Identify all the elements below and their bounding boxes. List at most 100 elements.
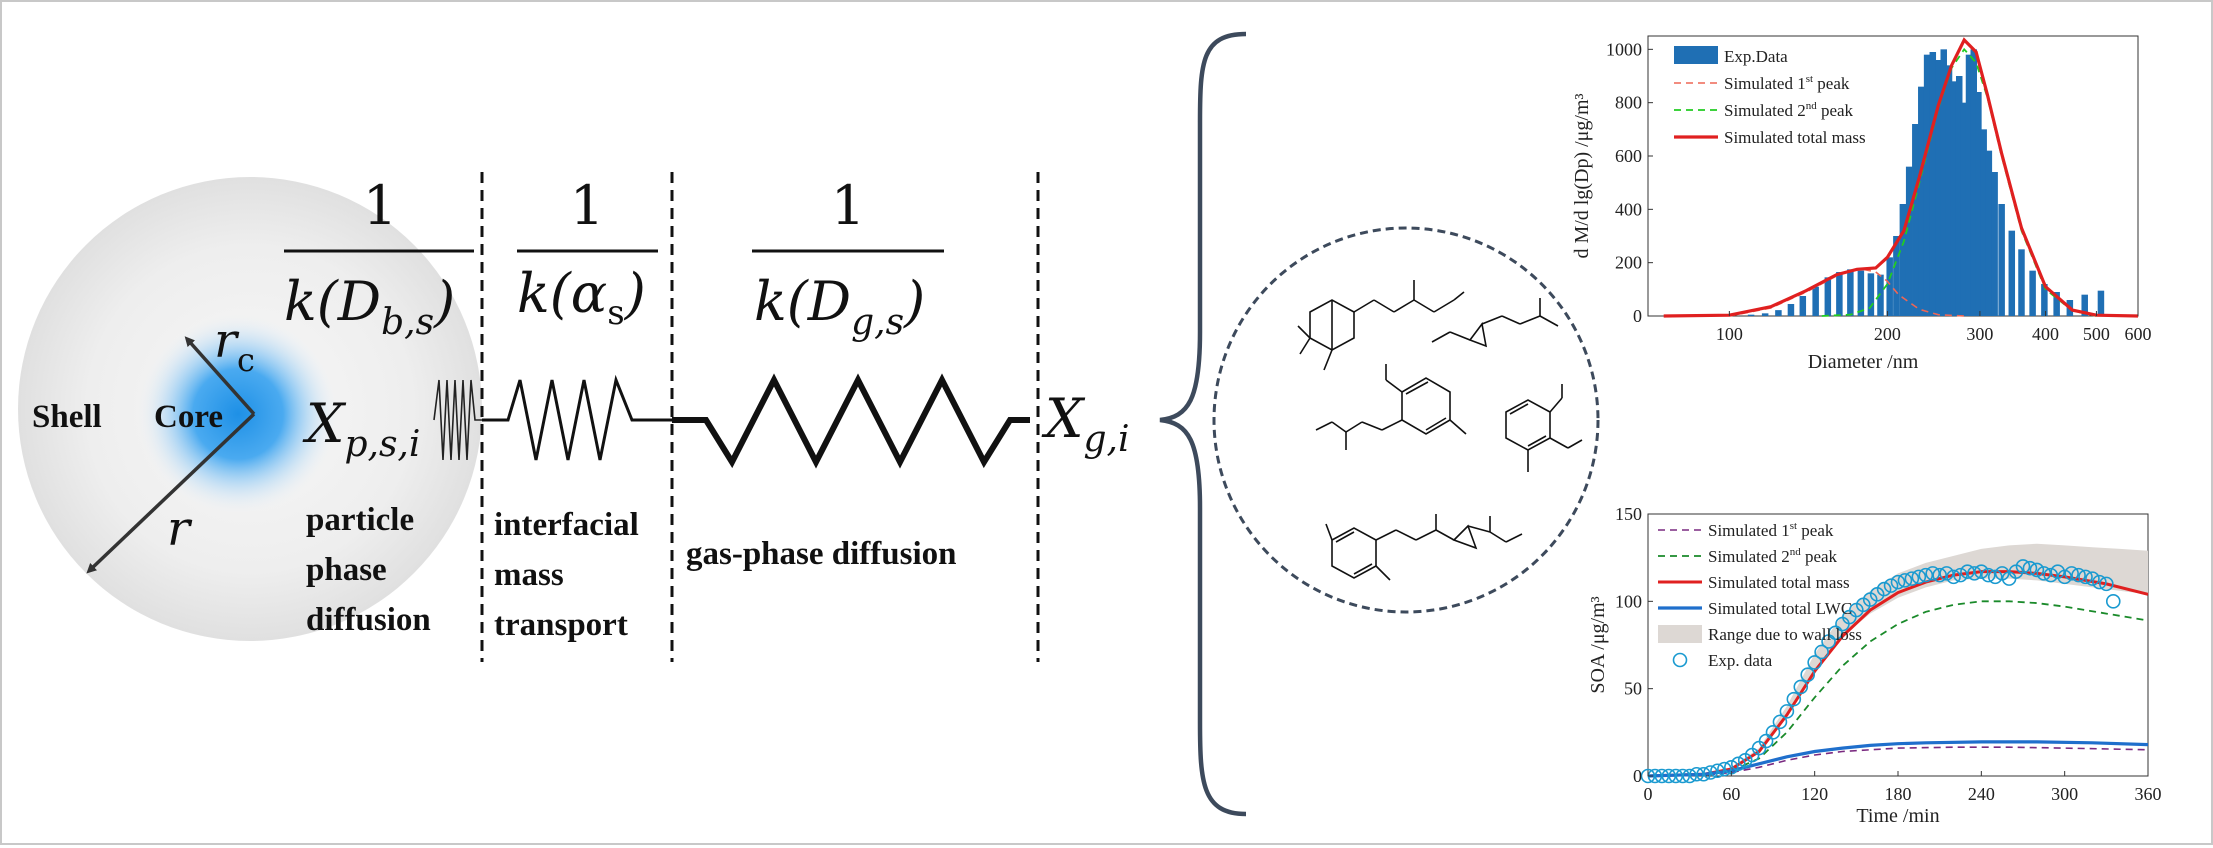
histogram-bar bbox=[1787, 304, 1795, 316]
exp-data-point bbox=[1717, 761, 1732, 777]
molecule-3 bbox=[1315, 364, 1467, 450]
simulated-second-peak-line bbox=[1821, 47, 2097, 317]
y-axis-label: SOA /μg/m³ bbox=[1587, 596, 1609, 693]
exp-data-point bbox=[1730, 756, 1746, 772]
x-tick-label: 100 bbox=[1716, 324, 1743, 344]
core-radius-arrow bbox=[184, 336, 256, 416]
histogram-bar bbox=[1867, 273, 1875, 316]
exp-data-point bbox=[2078, 569, 2093, 585]
exp-data-point bbox=[2057, 569, 2072, 585]
histogram-bar bbox=[1945, 65, 1953, 316]
xg-label: Xg,i bbox=[1041, 387, 1129, 460]
exp-data-point bbox=[1974, 564, 1989, 579]
legend-label: Simulated 2nd peak bbox=[1724, 100, 1854, 120]
y-tick-label: 100 bbox=[1615, 591, 1642, 611]
region-interfacial-label: interfacial mass transport bbox=[494, 507, 647, 643]
exp-data-point bbox=[1904, 571, 1920, 586]
exp-data-point bbox=[2071, 567, 2086, 583]
exp-data-point bbox=[1703, 765, 1718, 780]
legend-swatch-exp-data bbox=[1674, 46, 1718, 64]
y-tick-label: 0 bbox=[1633, 306, 1642, 326]
exp-data-point bbox=[2085, 571, 2100, 586]
region-gas-label: gas-phase diffusion bbox=[686, 536, 957, 572]
x-tick-label: 360 bbox=[2135, 784, 2162, 804]
legend-label: Simulated 2nd peak bbox=[1708, 546, 1838, 566]
exp-data-point bbox=[1668, 768, 1684, 784]
histogram-bar bbox=[1824, 277, 1832, 316]
histogram-bar bbox=[2018, 249, 2025, 316]
histogram-bar bbox=[1877, 274, 1884, 316]
histogram-bar bbox=[1905, 166, 1913, 316]
histogram-bar bbox=[1998, 204, 2005, 316]
exp-data-point bbox=[1675, 768, 1691, 784]
exp-data-point bbox=[1960, 564, 1975, 579]
histogram-bar bbox=[1812, 286, 1819, 316]
histogram-bar bbox=[1747, 314, 1755, 316]
histogram-bar bbox=[1899, 204, 1907, 316]
exp-data-point bbox=[1814, 644, 1829, 660]
r-label: r bbox=[167, 501, 193, 557]
exp-data-point bbox=[1779, 704, 1795, 719]
y-tick-label: 1000 bbox=[1606, 39, 1642, 59]
legend-label: Exp. data bbox=[1708, 651, 1773, 670]
histogram-bar bbox=[1975, 92, 1982, 316]
x-tick-label: 0 bbox=[1644, 784, 1653, 804]
exp-data-point bbox=[2029, 562, 2045, 578]
rc-label: rc bbox=[214, 313, 255, 379]
y-tick-label: 200 bbox=[1615, 253, 1642, 273]
molecule-1 bbox=[1297, 280, 1465, 371]
core-label: Core bbox=[154, 399, 223, 435]
x-tick-label: 400 bbox=[2032, 324, 2059, 344]
exp-data-point bbox=[1987, 569, 2003, 585]
exp-data-point bbox=[1967, 566, 1982, 581]
fraction-1-denominator: k(Db,s) bbox=[284, 270, 455, 343]
exp-data-point bbox=[1946, 569, 1961, 585]
legend-label: Simulated total LWC bbox=[1708, 599, 1852, 618]
legend-label: Exp.Data bbox=[1724, 47, 1788, 66]
region-particle-label: particle phase diffusion bbox=[306, 502, 431, 638]
exp-data-point bbox=[1793, 679, 1809, 695]
histogram-bar bbox=[1980, 129, 1987, 316]
exp-data-point bbox=[2043, 567, 2059, 583]
exp-data-point bbox=[1911, 569, 1927, 585]
histogram-bar bbox=[1857, 270, 1865, 316]
x-tick-label: 600 bbox=[2125, 324, 2152, 344]
simulated-total-mass-line bbox=[1663, 37, 2139, 318]
histogram-bar bbox=[1886, 257, 1893, 316]
exp-data-point bbox=[1654, 768, 1670, 784]
particle-core bbox=[138, 314, 338, 514]
y-tick-label: 800 bbox=[1615, 93, 1642, 113]
exp-data-point bbox=[1772, 714, 1788, 730]
molecule-4 bbox=[1505, 384, 1583, 472]
exp-data-point bbox=[1883, 578, 1899, 593]
histogram-bar bbox=[1847, 269, 1854, 316]
exp-data-point bbox=[1661, 768, 1677, 784]
resistor-gas bbox=[672, 373, 1030, 469]
exp-data-point bbox=[2022, 560, 2038, 576]
histogram-bar bbox=[1950, 81, 1958, 316]
histogram-bar bbox=[2097, 290, 2105, 316]
exp-data-point bbox=[2092, 574, 2107, 590]
histogram-bar bbox=[2081, 294, 2088, 316]
x-tick-label: 300 bbox=[2051, 784, 2078, 804]
exp-data-point bbox=[1876, 581, 1892, 597]
legend-label: Range due to wall loss bbox=[1708, 625, 1862, 644]
molecule-structures bbox=[1297, 280, 1583, 581]
exp-data-point bbox=[1682, 768, 1697, 784]
histogram-bar bbox=[1985, 150, 1993, 316]
x-tick-label: 200 bbox=[1874, 324, 1901, 344]
exp-data-point bbox=[2064, 566, 2079, 581]
fraction-2-numerator: 1 bbox=[570, 174, 604, 237]
simulated-total-mass-line bbox=[1647, 570, 2149, 778]
histogram-bar bbox=[1761, 313, 1769, 316]
x-tick-label: 180 bbox=[1885, 784, 1912, 804]
y-tick-label: 400 bbox=[1615, 199, 1642, 219]
legend-swatch-wall-loss bbox=[1658, 625, 1702, 643]
histogram-bar bbox=[1991, 172, 1998, 316]
exp-data-point bbox=[2036, 566, 2052, 581]
fraction-3-numerator: 1 bbox=[831, 174, 865, 237]
exp-data-point bbox=[1925, 566, 1941, 581]
